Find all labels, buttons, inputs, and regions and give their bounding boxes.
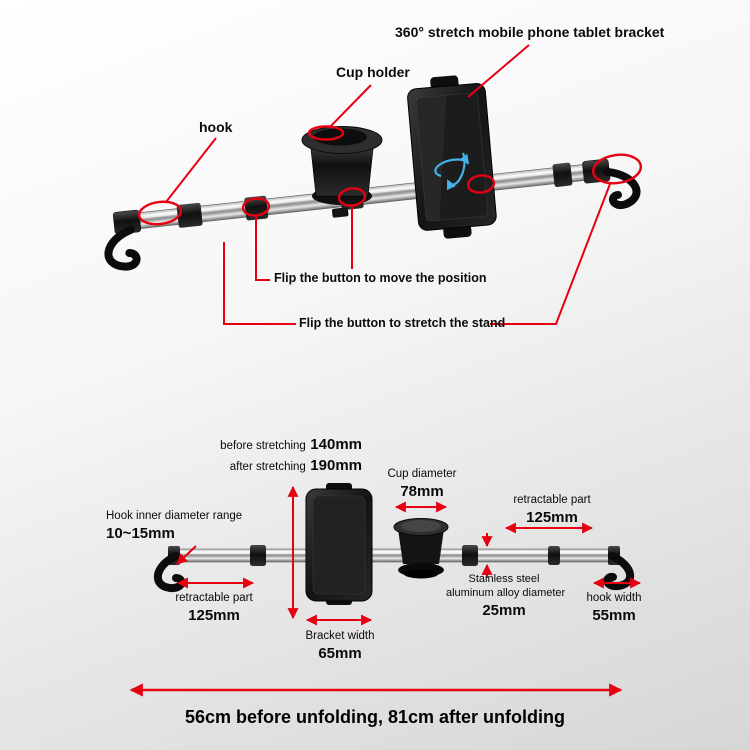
highlight-ellipse-cup bbox=[307, 125, 345, 141]
leader-line-flip-stretch-left bbox=[223, 242, 296, 325]
left-hook bbox=[104, 225, 141, 271]
dim-bracket-width: Bracket width 65mm bbox=[296, 629, 384, 663]
front-cup-foot bbox=[404, 569, 438, 579]
front-clamp-right bbox=[548, 546, 560, 565]
front-bar-shine bbox=[170, 551, 618, 554]
dim-material-value: 25mm bbox=[482, 601, 526, 619]
front-cup-body bbox=[398, 529, 444, 564]
leader-line-cup-holder bbox=[328, 84, 372, 129]
dim-after-stretching: after stretching 190mm bbox=[212, 456, 362, 477]
dim-cup-diameter-label: Cup diameter bbox=[387, 468, 457, 480]
highlight-ellipse-right-hook bbox=[591, 153, 643, 185]
red-annotations-top bbox=[137, 44, 643, 325]
callout-flip-stretch: Flip the button to stretch the stand bbox=[299, 316, 506, 330]
dim-hook-width-label: hook width bbox=[586, 592, 642, 604]
front-clamp-mid bbox=[462, 545, 478, 566]
dim-before-label: before stretching bbox=[220, 440, 306, 452]
leader-line-hook bbox=[165, 137, 217, 203]
front-phone-bracket bbox=[305, 483, 373, 605]
leader-line-flip-stretch-right bbox=[490, 183, 611, 325]
rotate-360-icon bbox=[434, 152, 470, 191]
dim-cup-diameter: Cup diameter 78mm bbox=[378, 467, 466, 501]
dim-retractable-right-value: 125mm bbox=[526, 508, 578, 526]
telescopic-bar bbox=[104, 158, 641, 271]
bar-latch bbox=[331, 207, 349, 218]
product-top-view bbox=[104, 75, 641, 271]
bar-clamp bbox=[552, 162, 573, 187]
dim-before-value: 140mm bbox=[310, 436, 362, 453]
front-cup-holder bbox=[393, 518, 449, 579]
highlight-ellipse-button-3 bbox=[466, 174, 496, 194]
highlight-ellipse-button-2 bbox=[337, 187, 367, 207]
dimension-arrow-hook-inner bbox=[176, 545, 197, 565]
dim-hook-width: hook width 55mm bbox=[582, 591, 646, 625]
highlight-ellipse-button-1 bbox=[241, 197, 271, 217]
callout-flip-move: Flip the button to move the position bbox=[274, 271, 487, 285]
dim-retractable-right-label: retractable part bbox=[513, 494, 591, 506]
right-hook bbox=[603, 167, 641, 210]
dim-after-value: 190mm bbox=[310, 456, 362, 474]
callout-bracket: 360° stretch mobile phone tablet bracket bbox=[395, 24, 665, 40]
dim-bracket-width-label: Bracket width bbox=[305, 630, 375, 642]
dimension-arrows bbox=[129, 485, 642, 697]
total-length-caption: 56cm before unfolding, 81cm after unfold… bbox=[184, 707, 566, 727]
dim-hook-width-value: 55mm bbox=[592, 606, 636, 624]
dim-cup-diameter-value: 78mm bbox=[400, 482, 444, 500]
dim-material-line2: aluminum alloy diameter bbox=[446, 587, 566, 600]
phone-bracket bbox=[407, 75, 497, 239]
callout-hook: hook bbox=[199, 119, 233, 135]
dim-hook-inner-value: 10~15mm bbox=[106, 524, 175, 542]
highlight-ellipse-left-hook bbox=[137, 200, 183, 226]
front-clamp-left bbox=[250, 545, 266, 566]
leader-line-bracket bbox=[467, 44, 530, 98]
dim-stretch-block: before stretching 140mm after stretching… bbox=[212, 435, 362, 477]
dim-bracket-width-value: 65mm bbox=[318, 644, 362, 662]
front-cup-carbon-top bbox=[401, 520, 441, 532]
dim-material-line1: Stainless steel bbox=[468, 573, 540, 585]
dim-retractable-left-value: 125mm bbox=[188, 606, 240, 624]
front-bracket-face bbox=[312, 495, 366, 595]
bar-clamp bbox=[176, 202, 203, 228]
dim-hook-inner-label: Hook inner diameter range bbox=[106, 510, 243, 522]
leader-line-flip-move bbox=[255, 216, 270, 281]
dim-hook-inner: Hook inner diameter range 10~15mm bbox=[106, 509, 256, 543]
dim-retractable-left-label: retractable part bbox=[175, 592, 253, 604]
dim-retractable-right: retractable part 125mm bbox=[500, 493, 604, 527]
dim-retractable-left: retractable part 125mm bbox=[164, 591, 264, 625]
dim-after-label: after stretching bbox=[229, 460, 306, 473]
bracket-gloss bbox=[415, 95, 447, 222]
dim-material: Stainless steel aluminum alloy diameter … bbox=[446, 572, 566, 620]
product-front-view bbox=[154, 483, 634, 605]
dim-before-stretching: before stretching 140mm bbox=[212, 435, 362, 456]
callout-cup-holder: Cup holder bbox=[336, 64, 410, 80]
